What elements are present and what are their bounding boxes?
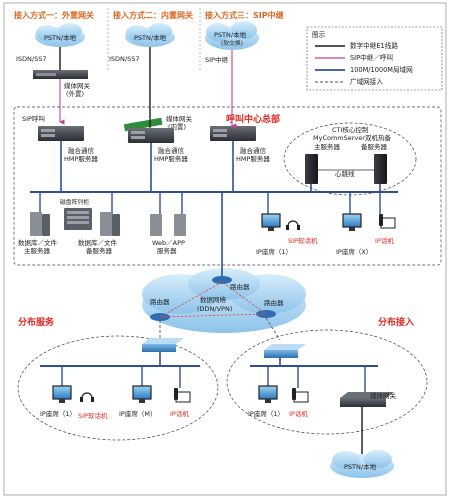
branch-service-title: 分布服务 [18,316,55,328]
pstn-label: PSTN/本地 [344,462,377,471]
cti-cluster: CTI核心控制 MyCommServer双机热备 主服务器 备服务器 心跳线 [283,122,417,196]
pstn-cloud-2: PSTN/本地 [125,23,175,47]
db-main-server [30,212,50,236]
branch-service-region [17,335,219,441]
db-backup-label: 数据库／文件 [78,238,118,247]
legend-title: 图示 [312,31,326,39]
sip-softphone-label: SIP软话机 [288,236,318,245]
ip-phone-label: IP话机 [375,236,394,245]
web-server [150,214,186,236]
hmp-label: HMP服务器 [154,154,188,163]
legend-wan: 广域网接入 [350,77,383,86]
hmp-label: HMP服务器 [64,154,98,163]
access-mode-1: 接入方式一：外置网关 [14,10,94,20]
branch-seat-m [132,385,152,403]
wan-cloud [142,268,306,333]
sip-call-label: SIP呼叫 [22,114,45,123]
network-label: (DDN/VPN) [197,305,232,313]
hmp-label: HMP服务器 [236,154,270,163]
db-main-label: 主服务器 [24,246,51,255]
hmp-server-1: 融合通信 HMP服务器 [38,126,98,163]
hmp-label: 融合通信 [158,146,185,155]
hq-region [13,106,442,266]
seat-label: IP座席（1） [256,247,292,256]
branch-access-region [226,329,428,435]
cti-backup-server [374,154,387,184]
gateway-label: (内置) [168,122,186,131]
pstn-cloud-bottom: PSTN/本地 [330,450,394,478]
softphone-headset-icon [286,220,300,230]
legend-e1: 数字中继E1线路 [350,41,398,50]
heartbeat-label: 心跳线 [335,169,355,178]
softswitch-label: (软交换) [221,39,243,47]
access-mode-3: 接入方式三：SIP中继 [205,10,284,20]
gateway-label: 媒体网关 [64,81,91,90]
web-label: 服务器 [157,246,177,255]
router-label: 路由器 [150,297,170,306]
legend: 图示 数字中继E1线路 SIP中继／呼叫 100M/1000M局域网 广域网接入 [306,26,443,91]
hmp-server-3: 融合通信 HMP服务器 [210,126,270,163]
seat-label: IP座席（1） [40,409,76,418]
pstn-cloud-3: PSTN/本地 (软交换) [205,21,259,50]
access-mode-2: 接入方式二：内置网关 [113,10,193,20]
hmp-label: 融合通信 [68,146,95,155]
internal-gateway: 媒体网关 (内置) [123,114,193,132]
legend-sip: SIP中继／呼叫 [350,53,393,62]
branch-service-switch [142,338,184,352]
gateway-label: (外置) [66,89,84,98]
branch-access-title: 分布接入 [378,316,414,328]
hq-title: 呼叫中心总部 [226,113,280,125]
ip-phone-label: IP话机 [170,409,189,418]
ip-phone-icon [174,388,191,403]
cti-label: MyCommServer双机热备 [313,133,391,142]
cti-main-label: 主服务器 [314,142,341,151]
wan-triangle [159,281,268,318]
cti-backup-label: 备服务器 [361,142,388,151]
gateway-label: 媒体网关 [370,391,397,400]
disk-array-label: 磁盘阵列柜 [60,198,89,206]
sip-softphone-label: SIP软话机 [78,411,108,420]
hmp-label: 融合通信 [240,146,267,155]
ip-phone-label: IP话机 [289,409,308,418]
router-label: 路由器 [230,282,250,291]
isdn-label: ISDN/SS7 [16,55,47,63]
branch-access-seat-1 [258,385,278,403]
pstn-label: PSTN/本地 [134,33,167,42]
pstn-label: PSTN/本地 [214,30,247,39]
sip-relay-label: SIP中继 [205,55,228,64]
isdn-label: ISDN/SS7 [109,55,140,63]
external-gateway: 媒体网关 (外置) [33,70,91,98]
outer-frame [3,2,447,496]
ip-phone-icon [379,214,396,229]
seat-label: IP座席（M） [119,409,156,418]
legend-lan: 100M/1000M局域网 [350,65,413,74]
db-backup-server [100,212,120,236]
hq-seat-x [342,213,362,231]
cti-label: CTI核心控制 [332,125,369,134]
cti-main-server [305,154,318,184]
db-main-label: 数据库／文件 [18,238,58,247]
hq-seat-1 [261,213,281,231]
db-backup-label: 备服务器 [86,246,113,255]
pstn-cloud-1: PSTN/本地 [35,23,85,47]
router-label: 路由器 [264,298,284,307]
router-1: 路由器 [212,276,250,291]
seat-label: IP座席（1） [248,409,284,418]
pstn-label: PSTN/本地 [44,33,77,42]
seat-label: IP座席（X） [336,247,372,256]
branch-media-gateway: 媒体网关 [340,391,397,407]
web-label: Web／APP [152,239,185,247]
gateway-label: 媒体网关 [166,114,193,123]
softphone-headset-icon [80,392,94,402]
network-label: 数据网络 [200,295,227,304]
ip-phone-icon [292,388,309,403]
branch-seat-1 [52,385,72,403]
hmp-server-2: 融合通信 HMP服务器 [128,128,188,163]
router-2: 路由器 [150,297,170,321]
branch-access-switch [264,344,306,358]
